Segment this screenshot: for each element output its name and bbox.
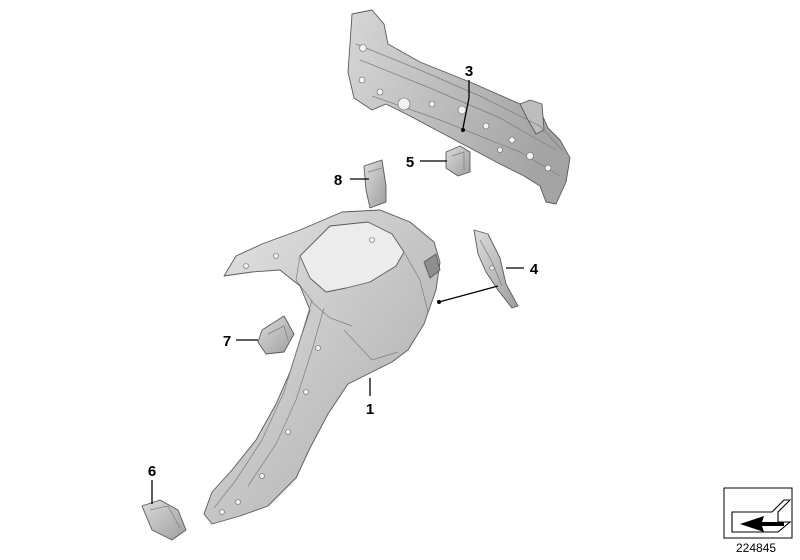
part-4-bracket xyxy=(473,229,519,309)
part-7-gusset xyxy=(257,315,295,355)
part-1-side-panel xyxy=(203,209,441,525)
callout-1: 1 xyxy=(366,401,374,418)
callout-5: 5 xyxy=(406,154,414,171)
callout-6: 6 xyxy=(148,463,156,480)
part-6-bracket xyxy=(141,499,187,541)
part-3-rear-panel xyxy=(347,9,571,205)
callout-4: 4 xyxy=(530,261,539,278)
callout-7: 7 xyxy=(223,333,231,350)
orientation-arrow-icon xyxy=(723,487,793,539)
callout-3: 3 xyxy=(465,63,473,80)
diagram-reference-number: 224845 xyxy=(736,541,777,555)
part-5-bracket xyxy=(445,145,471,177)
callout-8: 8 xyxy=(334,172,342,189)
leader-lines xyxy=(151,80,524,504)
part-8-plate xyxy=(363,159,387,209)
